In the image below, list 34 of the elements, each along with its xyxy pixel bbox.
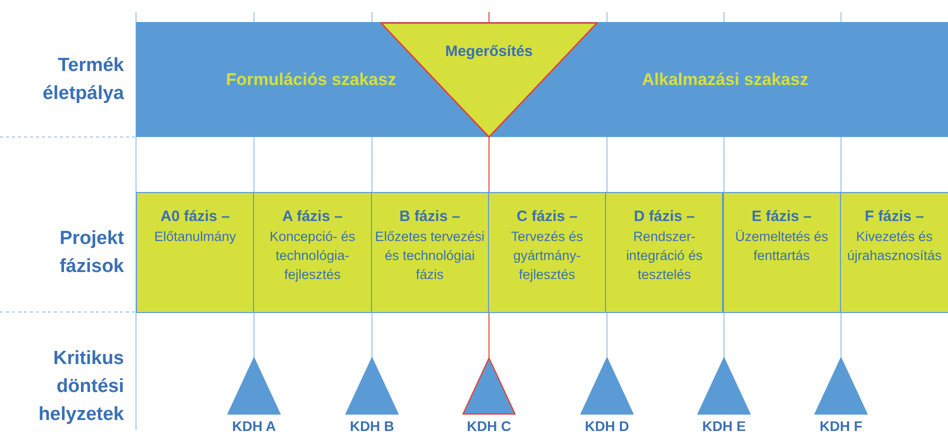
phase-description: Előtanulmány	[154, 228, 236, 246]
decision-label: KDH E	[702, 417, 746, 435]
phase-description: Üzemeltetés és fenttartás	[734, 228, 830, 265]
decision-label: KDH A	[232, 417, 276, 435]
phase-description: Rendszer-integráció és tesztelés	[625, 228, 704, 284]
phase-title: B fázis –	[399, 207, 460, 227]
phase-box	[488, 192, 606, 313]
row-heading: Kritikus döntési helyzetek	[37, 347, 124, 427]
decision-label: KDH C	[466, 417, 512, 435]
phase-box	[840, 192, 948, 313]
phase-title: A0 fázis –	[160, 207, 230, 227]
phase-box	[253, 192, 372, 313]
lifecycle-band	[136, 22, 948, 137]
phase-description: Előzetes tervezési és technológiai fázis	[374, 228, 485, 284]
band-label: Formulációs szakasz	[226, 69, 396, 91]
phase-box	[136, 192, 254, 313]
phase-title: F fázis –	[864, 207, 924, 227]
decision-label: KDH D	[584, 417, 630, 435]
row-heading: Termék életpálya	[42, 54, 124, 106]
gate-label: Megerősítés	[444, 42, 534, 62]
decision-label: KDH F	[820, 417, 862, 435]
phase-description: Kivezetés és újrahasznosítás	[846, 228, 943, 265]
row-heading: Projekt fázisok	[58, 227, 124, 279]
phase-description: Koncepció- és technológia-fejlesztés	[268, 228, 356, 284]
phase-description: Tervezés és gyártmány-fejlesztés	[510, 228, 584, 284]
phase-box	[370, 192, 489, 313]
decision-label: KDH B	[350, 417, 394, 435]
phase-title: E fázis –	[752, 207, 812, 227]
phase-box	[605, 192, 724, 313]
phase-title: C fázis –	[516, 207, 578, 227]
phase-title: A fázis –	[282, 207, 343, 227]
phase-title: D fázis –	[634, 207, 695, 227]
phase-box	[722, 192, 841, 313]
band-label: Alkalmazási szakasz	[642, 69, 808, 91]
